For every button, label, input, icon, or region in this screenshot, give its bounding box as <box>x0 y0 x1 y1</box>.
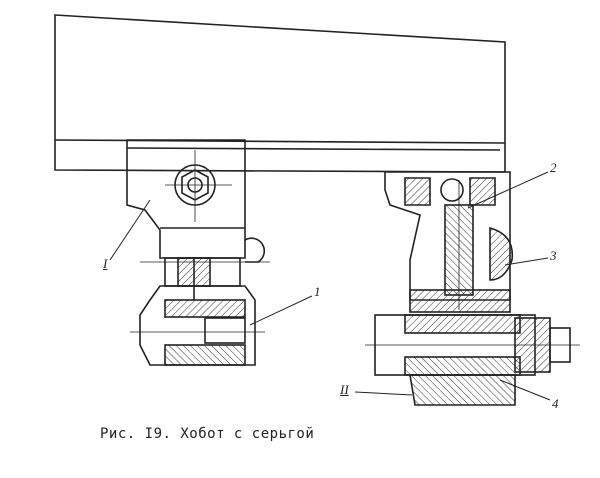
label-part-4: 4 <box>552 396 559 411</box>
label-part-1: 1 <box>314 284 321 299</box>
label-part-3: 3 <box>550 248 557 263</box>
figure-caption: Рис. I9. Хобот с серьгой <box>100 426 315 442</box>
beam-edge-line <box>54 139 506 144</box>
label-assembly-II: II <box>340 382 349 397</box>
label-assembly-I: I <box>103 256 108 271</box>
bracket-I <box>126 139 270 366</box>
bracket-II <box>365 171 580 406</box>
beam-edge-line <box>126 147 501 151</box>
leader-lines <box>109 171 551 401</box>
label-part-2: 2 <box>550 160 557 175</box>
